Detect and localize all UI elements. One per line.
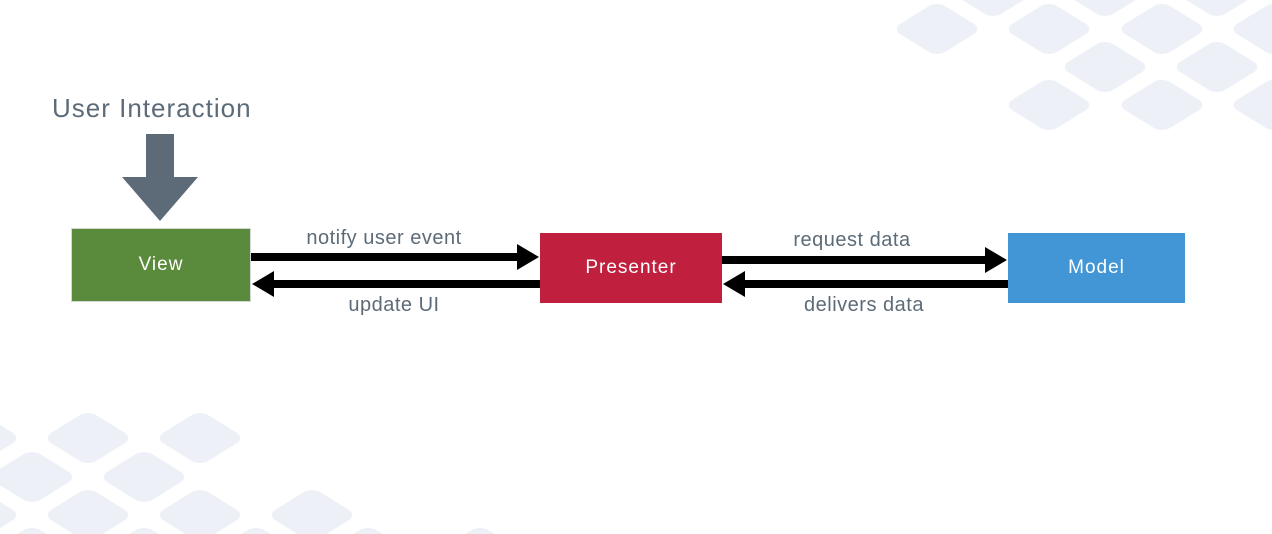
node-model: Model [1008, 233, 1185, 303]
node-view: View [71, 228, 251, 302]
node-model-label: Model [1068, 257, 1125, 278]
edge-label-notify-user-event: notify user event [306, 227, 462, 249]
node-presenter: Presenter [540, 233, 722, 303]
edge-label-request-data: request data [793, 229, 911, 251]
node-presenter-label: Presenter [585, 257, 677, 278]
node-view-label: View [138, 254, 184, 275]
edge-label-delivers-data: delivers data [804, 294, 924, 316]
edge-label-update-ui: update UI [348, 294, 440, 316]
user-interaction-label: User Interaction [52, 93, 252, 123]
diamond-cluster-top-right [891, 0, 1272, 134]
user-interaction-arrow-icon [122, 134, 198, 221]
diamond-cluster-bottom-left [0, 409, 526, 534]
